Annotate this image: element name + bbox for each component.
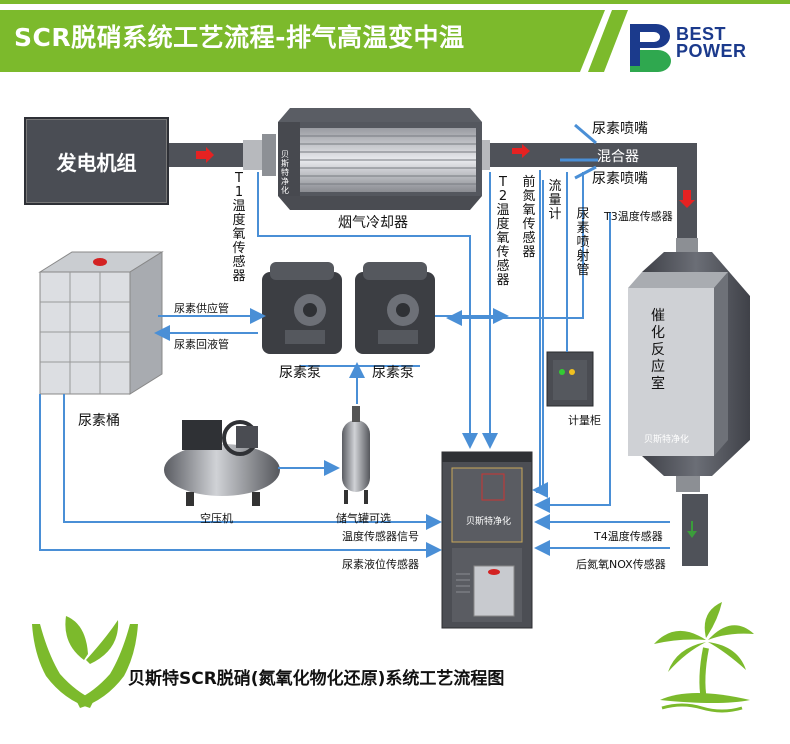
urea-return-pipe-label: 尿素回液管: [174, 338, 229, 351]
front-nox-sensor-label: 前氮氧传感器: [522, 175, 536, 260]
generator-set: 发电机组: [24, 117, 169, 205]
catalytic-reactor: [628, 238, 750, 492]
air-storage-tank: [342, 406, 370, 504]
generator-label: 发电机组: [56, 151, 137, 175]
logo-text: BEST POWER: [676, 24, 747, 61]
hands-leaf-icon: [32, 616, 138, 708]
signal-lines: [39, 170, 670, 558]
t2-sensor-label: T2温度氧传感器: [496, 175, 510, 288]
meter-cabinet: [546, 351, 594, 407]
page-title: SCR脱硝系统工艺流程-排气高温变中温: [14, 23, 465, 52]
logo-line-2: POWER: [676, 41, 747, 61]
footer-title: 贝斯特SCR脱硝(氮氧化物化还原)系统工艺流程图: [128, 669, 505, 689]
urea-injector: [560, 123, 598, 180]
compressor-label: 空压机: [200, 512, 233, 525]
palm-tree-icon: [654, 602, 754, 713]
cooler-label: 烟气冷却器: [338, 215, 408, 231]
control-cabinet: [441, 451, 533, 629]
header-banner: SCR脱硝系统工艺流程-排气高温变中温 BEST POWER: [0, 0, 790, 78]
logo-mark-icon: [630, 24, 671, 72]
rear-nox-sensor-label: 后氮氧NOX传感器: [576, 558, 666, 571]
urea-pump-1: [262, 262, 342, 354]
urea-tank: [38, 251, 164, 395]
pump-2-label: 尿素泵: [372, 365, 414, 381]
level-sensor-label: 尿素液位传感器: [342, 558, 419, 571]
urea-tank-label: 尿素桶: [78, 413, 120, 429]
t4-sensor-label: T4温度传感器: [594, 530, 663, 543]
urea-supply-pipe-label: 尿素供应管: [174, 302, 229, 315]
urea-injector-pipe-label: 尿素喷射管: [576, 207, 590, 278]
meter-cabinet-label: 计量柜: [568, 414, 601, 427]
t1-sensor-label: T1温度氧传感器: [232, 171, 246, 284]
flow-meter-label: 流量计: [548, 179, 562, 222]
flue-gas-cooler: [243, 108, 490, 210]
temp-signal-label: 温度传感器信号: [342, 530, 419, 543]
air-tank-label: 储气罐可选: [336, 512, 391, 525]
urea-nozzle-top-label: 尿素喷嘴: [592, 121, 648, 137]
pump-1-label: 尿素泵: [279, 365, 321, 381]
urea-nozzle-bottom-label: 尿素喷嘴: [592, 171, 648, 187]
air-compressor: [164, 420, 280, 506]
reactor-label: 催化反应室: [651, 308, 665, 392]
flow-arrow-icon: [196, 144, 697, 538]
control-brand-text: 贝斯特净化: [466, 517, 512, 527]
mixer-label: 混合器: [597, 149, 639, 165]
cooler-brand-text: 贝斯特净化: [281, 150, 289, 195]
urea-pump-2: [355, 262, 435, 354]
reactor-brand-text: 贝斯特净化: [644, 435, 690, 445]
logo-line-1: BEST: [676, 24, 727, 44]
t3-sensor-label: T3温度传感器: [604, 210, 673, 223]
